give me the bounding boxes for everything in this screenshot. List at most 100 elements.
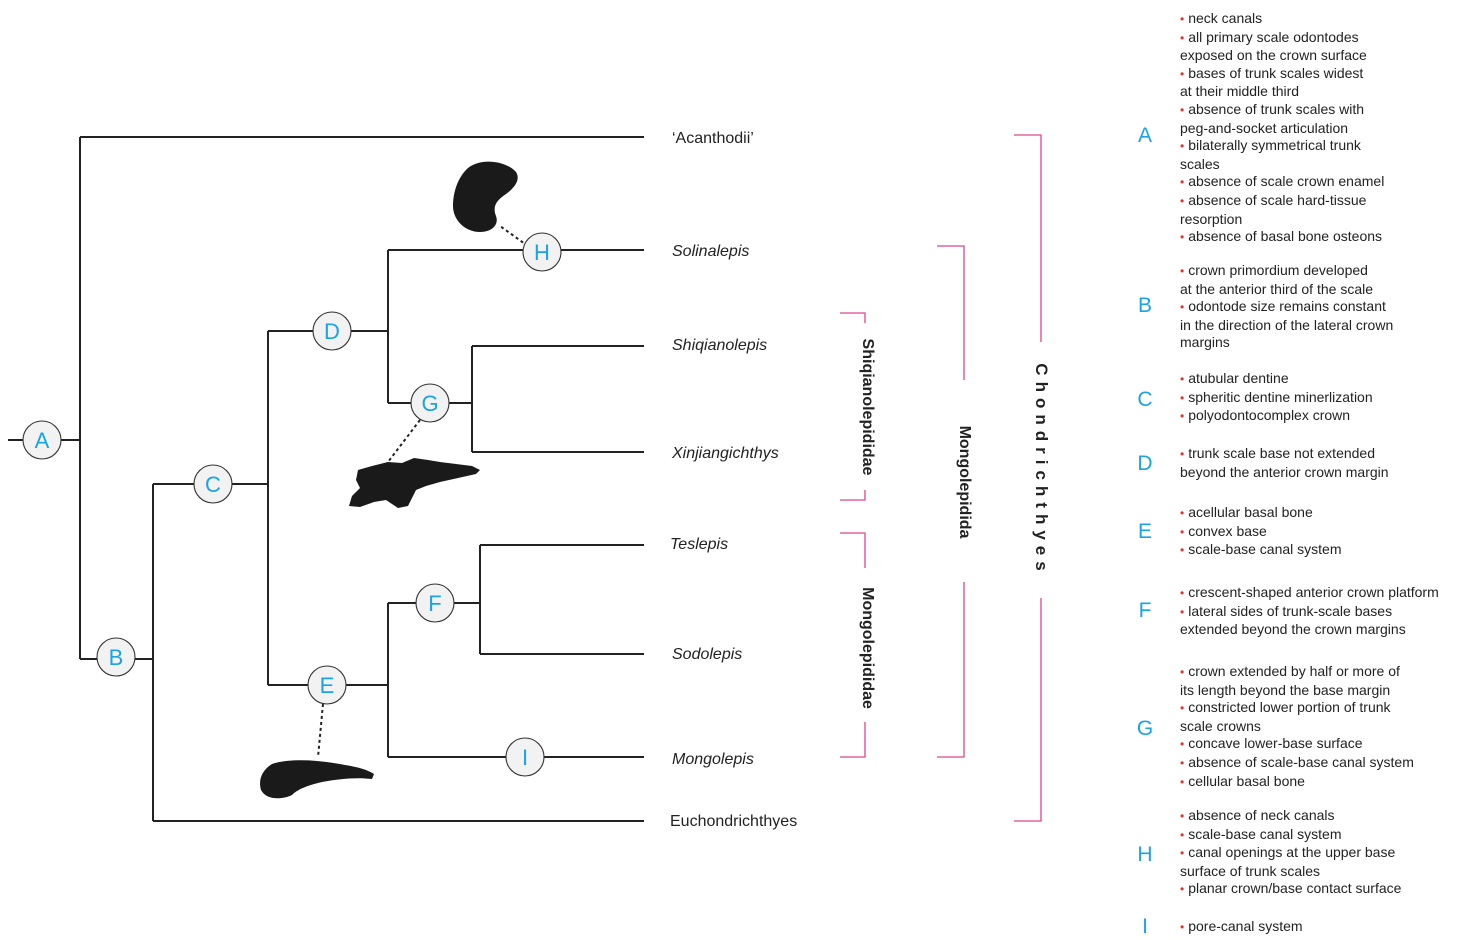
node-D: D: [312, 311, 352, 351]
bullet-icon: •: [1180, 139, 1185, 154]
node-E: E: [307, 665, 347, 705]
taxon-shiqianolepis: Shiqianolepis: [672, 337, 767, 354]
legend-letter-B: B: [1137, 294, 1152, 317]
node-B: B: [96, 637, 136, 677]
bullet-icon: •: [1180, 12, 1185, 26]
legend-letter-F: F: [1138, 599, 1152, 622]
phylogenetic-tree: ‘Acanthodii’ Solinalepis Shiqianolepis X…: [8, 130, 1051, 830]
bullet-icon: •: [1180, 447, 1185, 461]
character-item: •atubular dentine: [1180, 370, 1289, 386]
scale-silhouette-E: [260, 760, 374, 799]
legend-list-F: •crescent-shaped anterior crown platform…: [1180, 584, 1439, 639]
character-item: •absence of scale crown enamel: [1180, 173, 1385, 190]
legend-letter-E: E: [1137, 520, 1152, 543]
character-item: •pore-canal system: [1180, 918, 1303, 934]
taxon-labels: ‘Acanthodii’ Solinalepis Shiqianolepis X…: [670, 130, 797, 830]
bracket-chondrichthyes: [1014, 134, 1042, 342]
bracket-chondrichthyes-lower: [1014, 598, 1042, 822]
node-I-letter: I: [522, 745, 528, 770]
character-item: •scale-base canal system: [1180, 541, 1342, 558]
taxon-sodolepis: Sodolepis: [672, 646, 742, 663]
character-item: •scale-base canal system: [1180, 825, 1342, 842]
node-C-letter: C: [205, 472, 221, 497]
scale-silhouette-H: [453, 161, 518, 232]
bullet-icon: •: [1180, 701, 1185, 716]
bullet-icon: •: [1180, 175, 1185, 190]
character-item: •neck canals: [1180, 10, 1263, 26]
node-B-letter: B: [109, 645, 124, 670]
character-item: •crescent-shaped anterior crown platform: [1180, 584, 1439, 600]
bracket-mongolepididae-lower: [840, 722, 866, 758]
bullet-icon: •: [1180, 66, 1185, 81]
node-H-letter: H: [534, 240, 550, 265]
clade-label-chondrichthyes: Chondrichthyes: [1032, 363, 1051, 576]
node-F-letter: F: [428, 591, 441, 616]
taxon-xinjiangichthys: Xinjiangichthys: [671, 445, 779, 462]
node-E-letter: E: [320, 673, 335, 698]
character-item: •absence of neck canals: [1180, 807, 1335, 823]
bracket-mongolepidida: [937, 245, 965, 380]
bullet-icon: •: [1180, 524, 1185, 539]
node-A: A: [22, 420, 62, 460]
node-G: G: [410, 383, 450, 423]
character-item: •cellular basal bone: [1180, 772, 1305, 789]
bullet-icon: •: [1180, 827, 1185, 842]
taxon-solinalepis: Solinalepis: [672, 243, 749, 260]
legend-list-H: •absence of neck canals •scale-base canal…: [1180, 807, 1401, 899]
legend-letter-I: I: [1142, 915, 1148, 938]
bracket-shiqianolepididae-lower: [840, 490, 866, 501]
taxon-teslepis: Teslepis: [670, 536, 728, 553]
taxon-mongolepis: Mongolepis: [672, 751, 754, 768]
node-G-letter: G: [421, 391, 438, 416]
character-item: •odontode size remains constant in the d…: [1180, 298, 1394, 351]
bullet-icon: •: [1180, 809, 1185, 823]
bullet-icon: •: [1180, 774, 1185, 789]
bullet-icon: •: [1180, 193, 1185, 208]
bullet-icon: •: [1180, 882, 1185, 897]
legend-list-I: •pore-canal system: [1180, 918, 1303, 937]
scale-silhouette-G: [349, 458, 480, 508]
bullet-icon: •: [1180, 264, 1185, 278]
bracket-shiqianolepididae: [840, 312, 866, 323]
bullet-icon: •: [1180, 390, 1185, 405]
legend-letter-G: G: [1136, 717, 1154, 740]
legend-letter-A: A: [1137, 124, 1152, 147]
clade-label-shiqianolepididae: Shiqianolepididae: [859, 339, 876, 476]
character-item: •absence of scale-base canal system: [1180, 753, 1414, 770]
bracket-mongolepidida-lower: [937, 582, 965, 758]
node-I: I: [505, 737, 545, 777]
character-item: •concave lower-base surface: [1180, 735, 1363, 752]
bullet-icon: •: [1180, 543, 1185, 558]
bullet-icon: •: [1180, 30, 1185, 45]
clade-label-mongolepididae: Mongolepididae: [859, 587, 876, 709]
taxon-euchondrichthyes: Euchondrichthyes: [670, 813, 797, 830]
bullet-icon: •: [1180, 846, 1185, 861]
character-item: •planar crown/base contact surface: [1180, 880, 1402, 897]
bracket-mongolepididae: [840, 532, 866, 568]
legend-letter-D: D: [1137, 452, 1153, 475]
character-item: •acellular basal bone: [1180, 504, 1313, 520]
clade-brackets: [840, 134, 1042, 822]
silhouette-connectors: [317, 225, 529, 758]
clade-label-mongolepidida: Mongolepidida: [956, 426, 973, 539]
node-D-letter: D: [324, 319, 340, 344]
legend-letter-H: H: [1137, 843, 1153, 866]
bullet-icon: •: [1180, 300, 1185, 315]
character-item: •absence of basal bone osteons: [1180, 228, 1383, 245]
legend-letter-C: C: [1137, 388, 1153, 411]
legend-list-A: •neck canals •all primary scale odontodes…: [1180, 10, 1384, 247]
bullet-icon: •: [1180, 586, 1185, 600]
